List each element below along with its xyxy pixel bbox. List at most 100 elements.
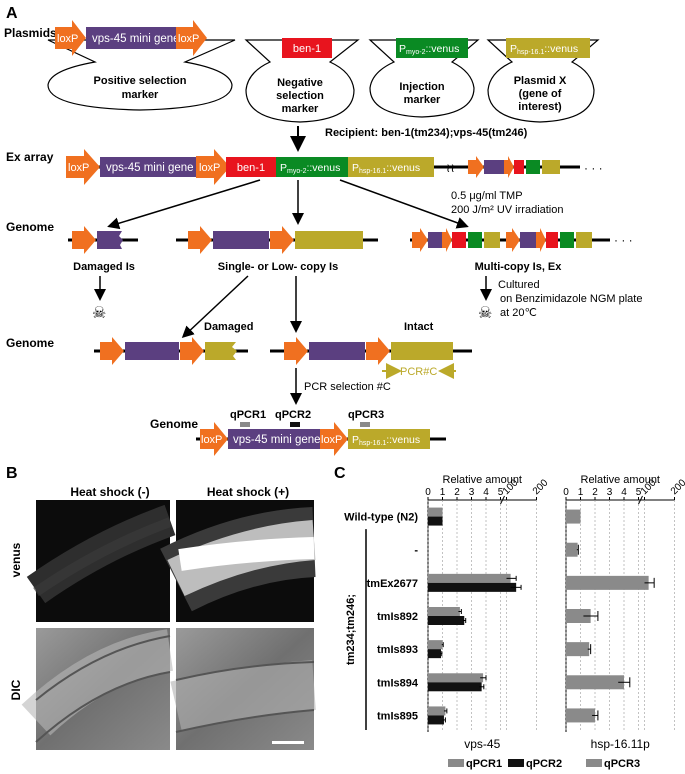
vps45-minigene-label: vps-45 mini gene [233,434,321,446]
damaged-label: Damaged [204,321,254,333]
x-tick-label: 5 [636,487,642,498]
category-label: tmIs893 [377,644,418,656]
genome-label: Genome [6,220,54,234]
category-label: tmIs895 [377,710,418,722]
bar-qPCR1 [428,507,443,517]
x-tick-label: 1 [440,487,446,498]
bar-qPCR3 [566,675,624,690]
bar-qPCR1 [428,607,460,616]
loxp-label: loxP [199,162,220,174]
negative-marker-line3: marker [282,103,319,115]
bar-qPCR3 [566,509,581,524]
legend-label-qPCR3: qPCR3 [604,758,640,770]
qpcr1-marker [240,422,250,427]
pcr-selection-label: PCR selection #C [304,381,391,393]
qpcr3-marker [360,422,370,427]
x-tick-label: 0 [425,487,431,498]
category-label: tmEx2677 [367,578,418,590]
loxp-label: loxP [68,162,89,174]
damaged-construct: Damaged [94,321,254,365]
plasmid-x-line2: (gene of [519,88,562,100]
bar-qPCR3 [566,642,590,657]
positive-selection-plasmid: loxP vps-45 mini gene loxP Positive sele… [47,20,236,111]
venus-minus-image [26,500,176,622]
x-axis-label-0: vps-45 [464,737,500,751]
bar-qPCR1 [428,673,484,683]
single-low-label: Single- or Low- copy Is [218,261,338,273]
chart-title-0: Relative amount [443,474,523,486]
axis-break [638,495,643,505]
cultured-line1: Cultured [498,279,540,291]
pmyo2-venus-label: Pmyo-2::venus [399,43,459,56]
bar-qPCR3 [566,575,649,590]
phsp-venus-box [348,157,434,177]
panel-b-letter: B [6,465,18,482]
legend-label-qPCR1: qPCR1 [466,758,502,770]
arrow-to-damaged [107,179,261,230]
continuation-dots: · · · [614,233,633,247]
loxp-label: loxP [57,33,78,45]
injection-marker-line2: marker [404,94,441,106]
positive-marker-line1: Positive selection [94,75,187,87]
x-axis-label-1: hsp-16.11p [591,737,650,751]
loxp-arrow [176,20,207,56]
phsp-venus-label: Phsp-16.1::venus [352,434,420,447]
category-label: Wild-type (N2) [344,512,418,524]
ben1-box [226,157,276,177]
x-tick-label: 2 [592,487,598,498]
dic-minus-image [21,628,174,750]
ben1-label: ben-1 [293,43,321,55]
negative-marker-line2: selection [276,90,324,102]
genome-label: Genome [150,417,198,431]
bar-qPCR1 [428,640,443,650]
intact-label: Intact [404,321,434,333]
ben1-box [282,38,332,58]
legend-label-qPCR2: qPCR2 [526,758,562,770]
legend-swatch-qPCR3 [586,759,602,767]
venus-plus-image [160,500,317,622]
continuation-dots: · · · [584,161,603,175]
vps45-minigene-box [228,429,322,449]
bar-qPCR2 [428,682,482,692]
x-tick-label: 4 [483,487,489,498]
ex-array-construct: loxP vps-45 mini gene loxP ben-1 Pmyo-2:… [66,149,603,185]
qpcr3-label: qPCR3 [348,409,384,421]
ex-array-label: Ex array [6,150,54,164]
legend-swatch-qPCR1 [448,759,464,767]
arrow-to-damaged2 [181,275,249,339]
tmp-line2: 200 J/m² UV irradiation [451,204,564,216]
phsp-venus-label: Phsp-16.1::venus [510,43,578,56]
injection-marker-line1: Injection [399,81,445,93]
vps45-minigene-box [100,157,198,177]
multi-copy-construct: · · · Multi-copy Is, Ex [410,228,633,273]
bar-qPCR2 [428,516,443,526]
loxp-label: loxP [321,434,342,446]
bar-qPCR3 [566,609,591,623]
intact-construct: Intact PCR#C [270,321,472,379]
plasmid-x: Phsp-16.1::venus Plasmid X (gene of inte… [486,38,600,123]
x-tick-label: 3 [607,487,613,498]
bar-qPCR2 [428,715,444,725]
loxp-label: loxP [201,434,222,446]
category-label: tmIs892 [377,611,418,623]
tmp-line1: 0.5 μg/ml TMP [451,190,523,202]
bar-qPCR1 [428,573,511,583]
phsp-venus-label: Phsp-16.1::venus [352,162,420,175]
arrow-to-multi [339,179,469,229]
x-tick-label: 3 [469,487,475,498]
x-tick-label: 2 [454,487,460,498]
break-symbol: ≀≀ [446,161,455,175]
group-label: tm234;tm246; [345,594,357,665]
single-low-copy-construct: Single- or Low- copy Is [176,226,378,273]
qpcr1-label: qPCR1 [230,409,266,421]
cultured-line2: on Benzimidazole NGM plate [500,293,642,305]
chart-title-1: Relative amount [581,474,661,486]
x-tick-label: 200 [531,477,551,497]
x-tick-label: 0 [563,487,569,498]
skull-icon: ☠ [92,305,106,322]
x-tick-label: 200 [669,477,685,497]
loxp-arrow [196,149,230,185]
damaged-is-construct: Damaged Is [68,226,138,273]
plasmid-x-line3: interest) [518,101,562,113]
